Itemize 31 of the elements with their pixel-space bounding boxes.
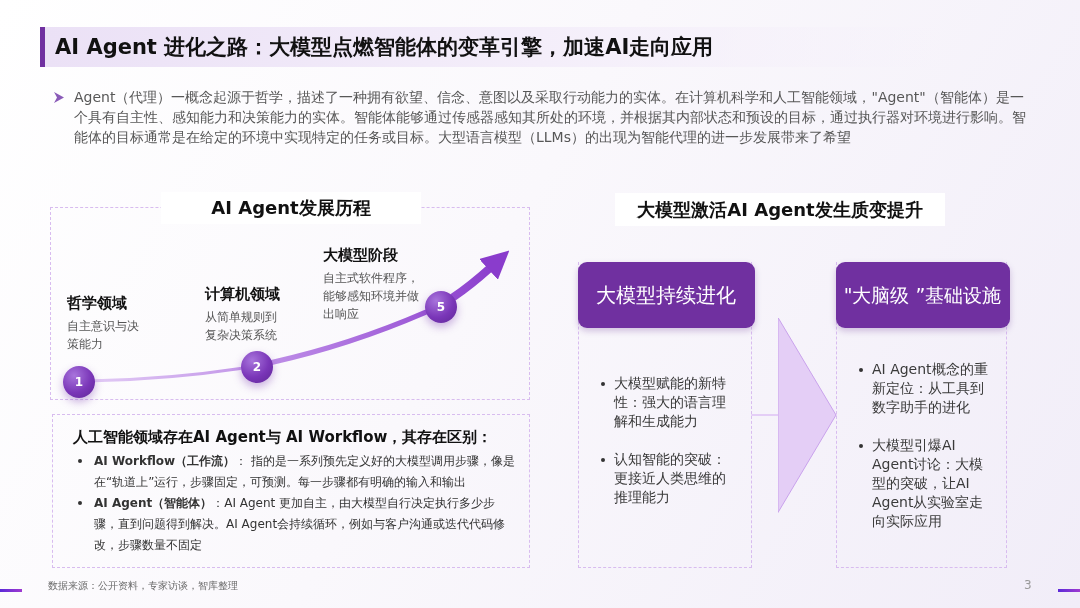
curved-arrow [449,250,510,302]
column-header: "大脑级 ”基础设施 [835,262,1010,328]
stage-title: 大模型阶段 [323,245,398,265]
source-note: 数据来源：公开资料，专家访谈，智库整理 [48,579,239,593]
bullet-text: 大模型引爆AI Agent讨论：大模型的突破，让AI Agent从实验室走向实际应用 [857,436,993,531]
page-number: 3 [1024,577,1033,593]
step-marker: 2 [241,351,273,383]
step-marker: 5 [425,291,457,323]
section-heading: 大模型激活AI Agent发生质变提升 [615,193,945,226]
step-marker: 1 [63,366,95,398]
dashed-column [836,262,1007,568]
slide-title: AI Agent 进化之路：大模型点燃智能体的变革引擎，加速AI走向应用 [55,34,714,60]
timeline-curve [269,309,428,365]
stage-description: 自主意识与决策能力 [67,318,140,353]
bullet-text: AI Workflow（工作流）： 指的是一系列预先定义好的大模型调用步骤，像是在“轨道上”运行，步骤固定，可预测。每一步骤都有明确的输入和输出 [76,451,519,493]
dashed-column [578,262,752,568]
stage-description: 自主式软件程序，能够感知环境并做出响应 [323,270,420,323]
panel-heading: AI Agent发展历程 [161,192,421,224]
stage-description: 从简单规则到复杂决策系统 [205,309,278,344]
bullet-text: 大模型赋能的新特性：强大的语言理解和生成能力 [599,374,735,431]
timeline-curve [92,366,242,383]
stage-title: 哲学领域 [67,293,127,313]
dashed-box [52,414,530,568]
bullet-text: AI Agent概念的重新定位：从工具到数字助手的进化 [857,360,993,417]
box-heading: 人工智能领域存在AI Agent与 AI Workflow，其存在区别： [73,427,494,448]
stage-title: 计算机领域 [205,284,280,304]
intro-paragraph: Agent（代理）一概念起源于哲学，描述了一种拥有欲望、信念、意图以及采取行动能力的实体。在计算机科学和人工智能领域，"Agent"（智能体）是一个具有自主性、感知能力和决策能力的实体。智能体能够通过传感器感知其所处的环境，并根据其内部状态和预设的目标，通过执行器对环境进行影响。智能体的目标通常是在给定的环境中实现特定的任务或目标。大型语言模型（LLMs）的出现为智能代理的进一步发展带来了希望 [74,88,1027,147]
chevron-arrow [751,317,837,513]
bullet-text: 认知智能的突破：更接近人类思维的推理能力 [599,450,735,507]
bullet-text: AI Agent（智能体）：AI Agent 更加自主，由大模型自行决定执行多少步骤，直到问题得到解决。AI Agent会持续循环，例如与客户沟通或迭代代码修改，步骤数量不固定 [76,493,519,556]
column-header: 大模型持续进化 [577,262,755,328]
